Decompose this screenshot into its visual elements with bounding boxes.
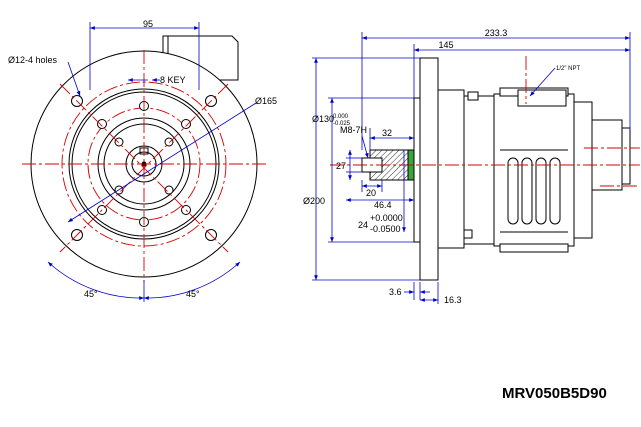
bolt-hole xyxy=(97,119,107,129)
spigot xyxy=(413,97,421,243)
adapter-housing xyxy=(437,89,465,249)
dim-angle-right: 45° xyxy=(186,289,200,299)
model-code: MRV050B5D90 xyxy=(502,385,607,402)
dim-bore-tol-upper: +0.0000 xyxy=(370,213,403,223)
dim-flange-dia: Ø200 xyxy=(303,196,325,206)
conduit-leader xyxy=(529,67,556,97)
bolt-hole xyxy=(164,185,174,195)
dim-conduit: 1/2" NPT xyxy=(556,66,580,72)
motor-bottom-band xyxy=(499,243,569,253)
dim-tap: M8-7H xyxy=(340,125,367,135)
dim-tap-depth: 32 xyxy=(382,128,392,138)
center-line-diag2 xyxy=(59,83,229,253)
dim-shaft-depth: 46.4 xyxy=(374,200,392,210)
gear-housing xyxy=(463,95,495,245)
cooling-fin xyxy=(521,157,533,225)
pcd-leader xyxy=(67,102,257,223)
bolt-hole xyxy=(181,119,191,129)
dim-pilot-tol-upper: 0.000 xyxy=(333,114,349,120)
dim-bolt-spacing: 95 xyxy=(143,19,153,29)
end-cap xyxy=(573,101,593,239)
dim-shaft-len: 20 xyxy=(366,188,376,198)
front-view: 95 Ø12-4 holes 8 KEY Ø165 45° 45° xyxy=(8,19,277,302)
side-view: 233.3 145 1/2" NPT Ø130 0.000 -0.025 M8-… xyxy=(303,28,640,305)
angle-arc-left xyxy=(47,261,145,301)
dim-flange-thk: 16.3 xyxy=(444,295,462,305)
cooling-fin xyxy=(535,157,547,225)
side-terminal-box xyxy=(517,89,567,107)
bolt-hole xyxy=(114,137,124,147)
bolt-hole xyxy=(164,137,174,147)
rear-cover xyxy=(591,119,623,191)
dim-pcd-label: Ø165 xyxy=(255,96,277,106)
tie-bolt xyxy=(463,229,473,239)
flange-plate xyxy=(419,57,439,281)
cooling-fin xyxy=(549,157,561,225)
dim-overall-length: 233.3 xyxy=(485,28,508,38)
dim-angle-left: 45° xyxy=(84,289,98,299)
dim-key-label: 8 KEY xyxy=(160,75,186,85)
dim-bore-tol-lower: -0.0500 xyxy=(370,224,401,234)
dim-bore: 24 xyxy=(358,220,368,230)
tie-bolt xyxy=(467,91,479,101)
rear-plate xyxy=(621,127,631,185)
dim-holes-label: Ø12-4 holes xyxy=(8,55,58,65)
dim-pilot-tol-lower: -0.025 xyxy=(333,121,351,127)
dim-flange-to-end: 145 xyxy=(438,40,453,50)
dim-shaft-height: 27 xyxy=(336,161,346,171)
tap-leader xyxy=(361,135,369,159)
holes-leader xyxy=(67,61,81,97)
angle-arc-right xyxy=(143,261,241,301)
dim-spigot: 3.6 xyxy=(389,287,402,297)
cooling-fin xyxy=(507,157,519,225)
motor-body xyxy=(493,93,575,247)
dim-pilot: Ø130 xyxy=(312,114,334,124)
